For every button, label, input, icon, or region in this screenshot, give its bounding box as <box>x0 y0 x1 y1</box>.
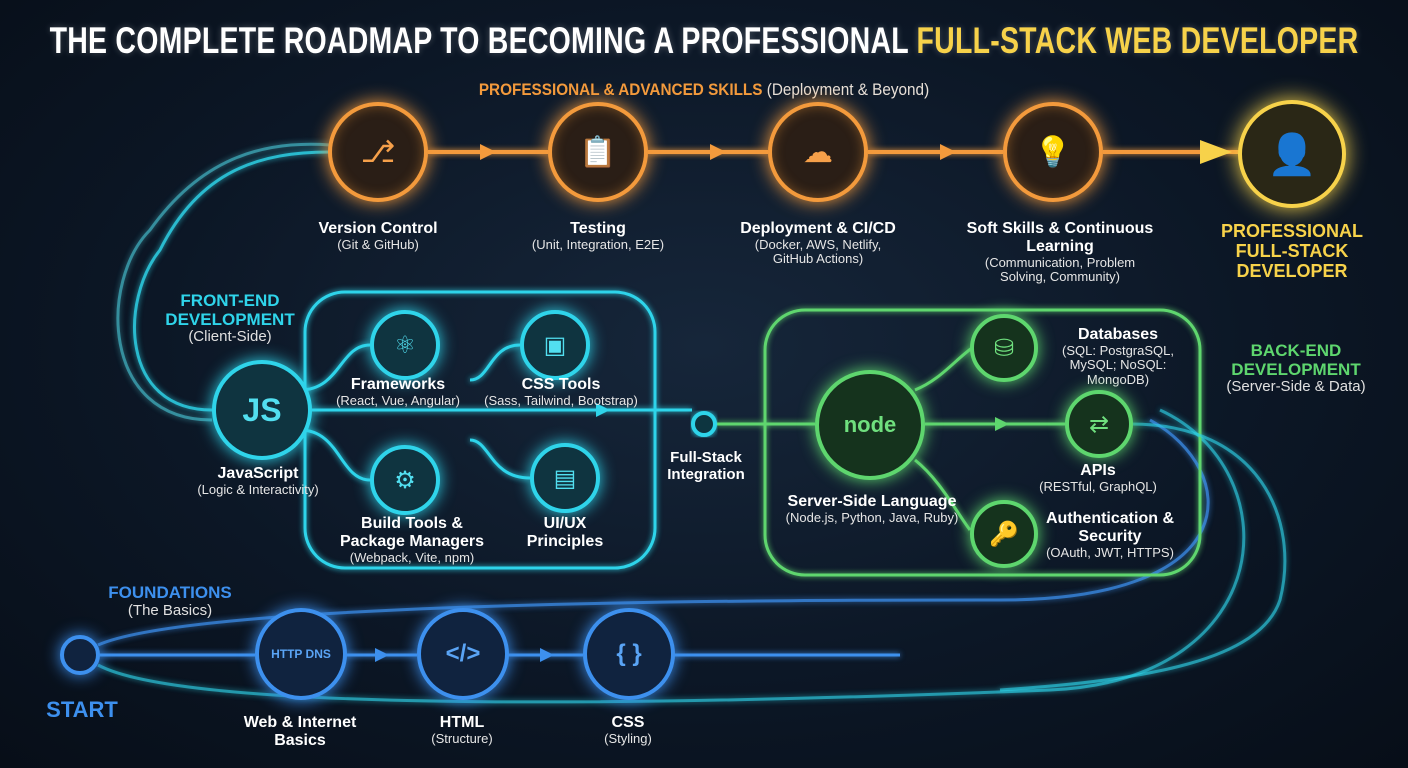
start-label: START <box>46 697 118 722</box>
web-http-dns-icon: HTTP DNS <box>255 608 347 700</box>
git-github-icon: ⎇ <box>328 102 428 202</box>
professional-heading: PROFESSIONAL & ADVANCED SKILLS (Deployme… <box>478 80 930 99</box>
server-languages-icon: node <box>815 370 925 480</box>
css-tools-label: CSS Tools(Sass, Tailwind, Bootstrap) <box>484 376 638 408</box>
step-deployment: Deployment & CI/CD(Docker, AWS, Netlify,… <box>740 220 896 267</box>
javascript-icon: JS <box>212 360 312 460</box>
backend-box <box>763 308 1202 577</box>
frameworks-label: Frameworks(React, Vue, Angular) <box>336 376 460 408</box>
start-node <box>60 635 100 675</box>
server-language-label: Server-Side Language(Node.js, Python, Ja… <box>785 493 959 525</box>
apis-label: APIs(RESTful, GraphQL) <box>1039 462 1157 494</box>
backend-heading: BACK-END DEVELOPMENT(Server-Side & Data) <box>1226 341 1366 396</box>
gears-package-icon: ⚙ <box>370 445 440 515</box>
step-soft-skills: Soft Skills & Continuous Learning(Commun… <box>966 220 1154 285</box>
frontend-heading: FRONT-END DEVELOPMENT(Client-Side) <box>165 291 295 346</box>
docker-cloud-rocket-icon: ☁ <box>768 102 868 202</box>
databases-label: Databases(SQL: PostgraSQL, MySQL; NoSQL:… <box>1062 326 1174 387</box>
clipboard-bug-icon: 📋 <box>548 102 648 202</box>
step-testing: Testing(Unit, Integration, E2E) <box>531 220 665 252</box>
step-version-control: Version Control(Git & GitHub) <box>318 220 438 252</box>
uiux-label: UI/UX Principles <box>526 515 604 550</box>
html-code-icon: </> <box>417 608 509 700</box>
page-title: THE COMPLETE ROADMAP TO BECOMING A PROFE… <box>49 20 1359 61</box>
database-icon: ⛁ <box>970 314 1038 382</box>
build-tools-label: Build Tools & Package Managers(Webpack, … <box>339 515 485 565</box>
goal-label: PROFESSIONAL FULL-STACK DEVELOPER <box>1220 221 1363 281</box>
css-tools-icon: ▣ <box>520 310 590 380</box>
shield-key-icon: 🔑 <box>970 500 1038 568</box>
foundations-heading: FOUNDATIONS(The Basics) <box>108 583 232 619</box>
css-label: CSS(Styling) <box>604 714 652 746</box>
web-basics-label: Web & Internet Basics <box>243 714 357 749</box>
developer-avatar-icon: 👤 <box>1238 100 1346 208</box>
integration-label: Full-Stack Integration <box>667 449 745 483</box>
team-chat-bulb-icon: 💡 <box>1003 102 1103 202</box>
api-icon: ⇄ <box>1065 390 1133 458</box>
palette-css-icon: { } <box>583 608 675 700</box>
wireframe-user-icon: ▤ <box>530 443 600 513</box>
frameworks-icon: ⚛ <box>370 310 440 380</box>
integration-node <box>691 411 717 437</box>
javascript-label: JavaScript(Logic & Interactivity) <box>197 465 319 497</box>
auth-label: Authentication & Security(OAuth, JWT, HT… <box>1046 510 1174 560</box>
html-label: HTML(Structure) <box>431 714 493 746</box>
